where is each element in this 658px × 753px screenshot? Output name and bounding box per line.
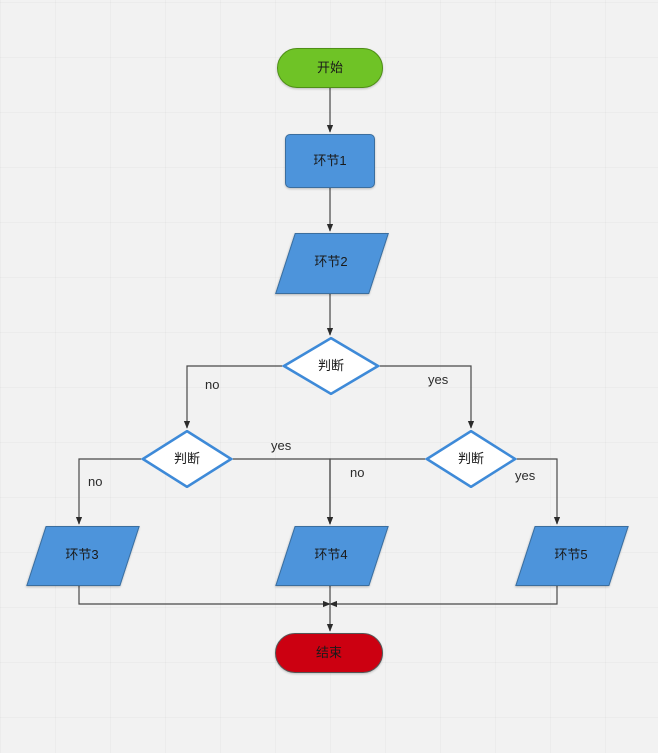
node-step3-label: 环节3	[65, 546, 99, 562]
edge-dec3-to-step5	[517, 458, 561, 525]
edge-label-dec1-to-dec3: yes	[428, 372, 449, 387]
node-step5[interactable]: 环节5	[515, 526, 629, 586]
node-step4-label: 环节4	[314, 546, 348, 562]
edge-label-dec2-to-step3: no	[88, 474, 103, 489]
edge-label-dec3-to-step5: yes	[515, 468, 536, 483]
node-step2-label: 环节2	[314, 254, 348, 270]
node-decision-3-label: 判断	[457, 450, 484, 466]
edge-step5-to-end	[329, 584, 558, 608]
node-decision-1[interactable]: 判断	[282, 337, 380, 395]
diamond-shape	[282, 337, 380, 395]
node-step1[interactable]: 环节1	[285, 134, 375, 188]
edge-dec1-to-dec2	[183, 365, 282, 429]
diamond-shape	[425, 430, 517, 488]
node-step5-label: 环节5	[554, 546, 588, 562]
node-decision-2-label: 判断	[173, 450, 200, 466]
edge-dec3-to-step4	[326, 458, 425, 525]
node-decision-3[interactable]: 判断	[425, 430, 517, 488]
edge-step3-to-end	[78, 584, 331, 608]
edge-dec2-to-step4	[233, 458, 334, 525]
node-decision-2[interactable]: 判断	[141, 430, 233, 488]
edge-label-dec2-to-step4: yes	[271, 438, 292, 453]
node-end-label: 结束	[315, 644, 342, 660]
node-decision-1-label: 判断	[317, 357, 344, 373]
node-step1-label: 环节1	[313, 152, 347, 168]
node-end[interactable]: 结束	[275, 633, 383, 673]
node-start-label: 开始	[316, 59, 343, 75]
edge-label-dec3-to-step4: no	[350, 465, 365, 480]
node-step2[interactable]: 环节2	[275, 233, 389, 294]
node-start[interactable]: 开始	[277, 48, 383, 88]
edge-label-dec1-to-dec2: no	[205, 377, 220, 392]
node-step4[interactable]: 环节4	[275, 526, 389, 586]
node-step3[interactable]: 环节3	[26, 526, 140, 586]
diamond-shape	[141, 430, 233, 488]
edge-dec1-to-dec3	[380, 365, 475, 429]
edge-dec2-to-step3	[75, 458, 141, 525]
